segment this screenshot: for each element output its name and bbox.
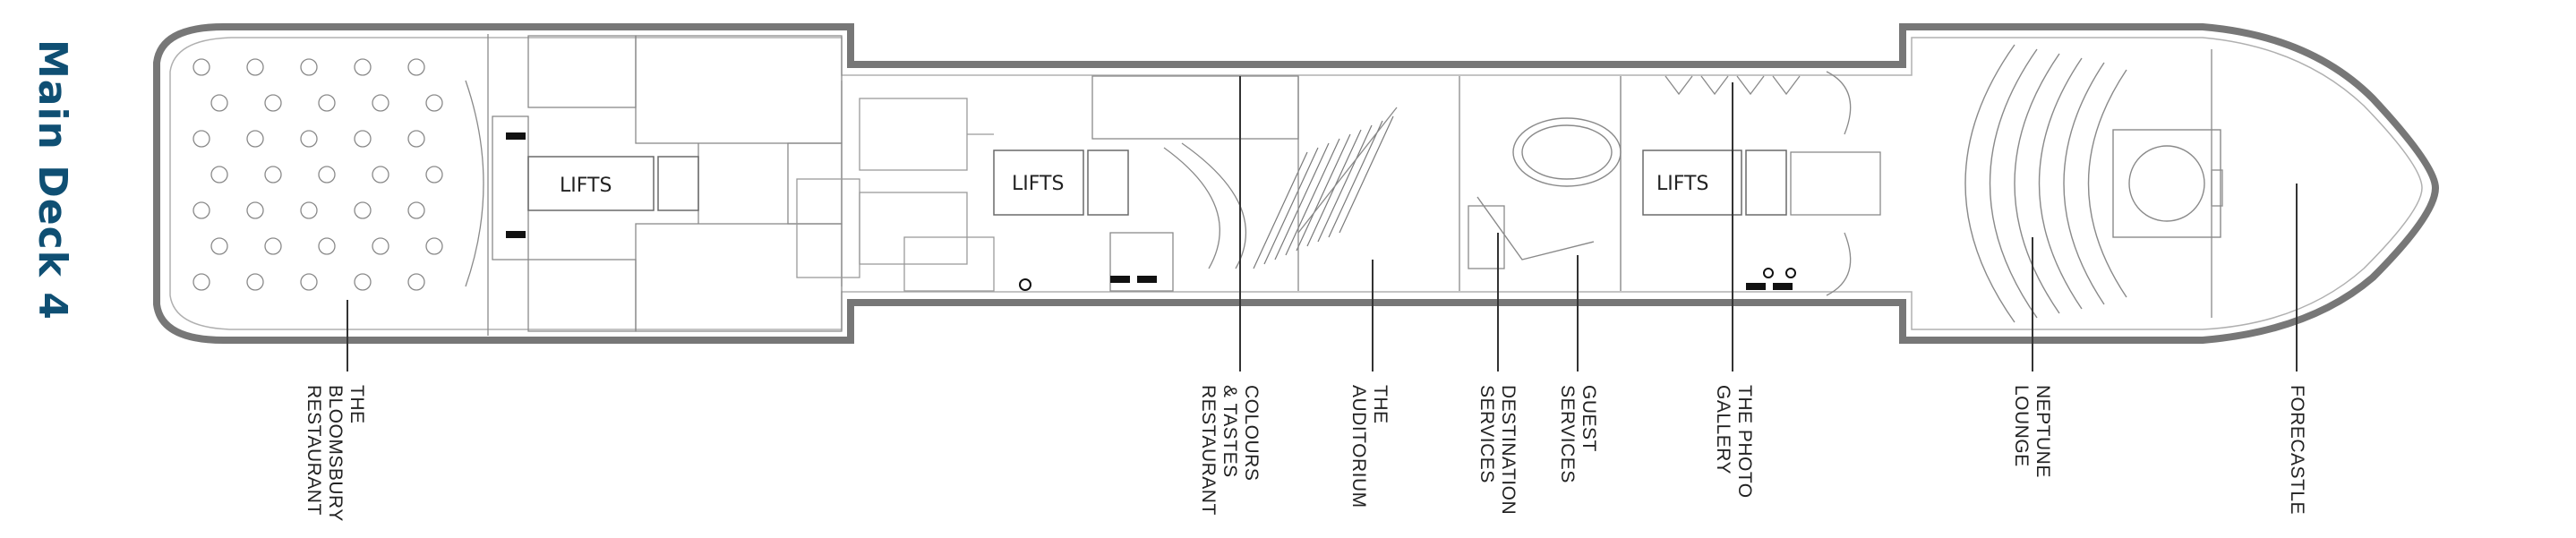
restaurant-table — [318, 237, 336, 255]
restaurant-table — [407, 130, 425, 148]
restaurant-table — [407, 201, 425, 219]
restaurant-table — [372, 166, 389, 184]
restaurant-table — [300, 130, 318, 148]
restaurant-table — [425, 94, 443, 112]
toilet-icon — [1019, 268, 1796, 291]
label-bloomsbury-restaurant: THE BLOOMSBURY RESTAURANT — [304, 385, 367, 522]
forecastle-deck — [2211, 49, 2223, 318]
neptune-lounge-plan — [1964, 44, 2221, 323]
restaurant-table — [300, 58, 318, 76]
seat-row — [1285, 138, 1340, 256]
restaurant-table — [372, 237, 389, 255]
restaurant-table — [300, 273, 318, 291]
restaurant-table — [264, 166, 282, 184]
deck-title: Main Deck 4 — [30, 39, 75, 320]
seat-row — [1296, 133, 1351, 252]
restaurant-table — [300, 201, 318, 219]
restaurant-table — [407, 58, 425, 76]
restaurant-table — [210, 237, 228, 255]
auditorium-walls — [1297, 76, 1505, 291]
restaurant-table — [354, 201, 372, 219]
lift-block-mid — [993, 149, 1129, 216]
restaurant-table — [246, 273, 264, 291]
restaurant-table — [193, 201, 210, 219]
restaurant-table — [193, 273, 210, 291]
restaurant-table — [246, 58, 264, 76]
lift-block-aft — [527, 156, 699, 211]
lifts-label-aft: LIFTS — [560, 175, 612, 197]
label-photo-gallery: THE PHOTO GALLERY — [1713, 385, 1755, 499]
label-guest-services: GUEST SERVICES — [1557, 385, 1599, 483]
restaurant-table — [193, 130, 210, 148]
restaurant-table — [354, 273, 372, 291]
midship-corridors — [796, 98, 995, 292]
label-forecastle: FORECASTLE — [2287, 385, 2307, 516]
label-colours-tastes-restaurant: COLOURS & TASTES RESTAURANT — [1198, 385, 1262, 516]
restaurant-table — [246, 201, 264, 219]
seat-row — [1263, 147, 1319, 265]
leader-lines — [347, 76, 2298, 371]
guest-services-plan — [1476, 76, 1622, 291]
restaurant-table — [354, 130, 372, 148]
restaurant-table — [425, 166, 443, 184]
restaurant-table — [407, 273, 425, 291]
restaurant-table — [318, 94, 336, 112]
wheelchair-icon — [506, 132, 1793, 290]
seat-row — [1274, 142, 1330, 260]
restaurant-table — [318, 166, 336, 184]
restaurant-table — [264, 237, 282, 255]
label-destination-services: DESTINATION SERVICES — [1476, 385, 1519, 516]
restaurant-table — [210, 94, 228, 112]
lift-block-fwd — [1642, 149, 1787, 216]
photo-gallery-plan — [1665, 71, 1881, 296]
lifts-label-fwd: LIFTS — [1656, 173, 1708, 195]
restaurant-table — [246, 130, 264, 148]
restaurant-table — [210, 166, 228, 184]
lifts-label-mid: LIFTS — [1012, 173, 1064, 195]
restaurant-table — [354, 58, 372, 76]
label-neptune-lounge: NEPTUNE LOUNGE — [2011, 385, 2053, 478]
ship-hull — [153, 23, 2440, 344]
seat-row — [1328, 120, 1383, 238]
label-auditorium: THE AUDITORIUM — [1348, 385, 1391, 508]
seat-row — [1317, 124, 1373, 243]
bloomsbury-tables — [193, 58, 443, 291]
auditorium-seating — [1253, 115, 1394, 269]
restaurant-table — [372, 94, 389, 112]
restaurant-table — [425, 237, 443, 255]
restaurant-table — [193, 58, 210, 76]
restaurant-table — [264, 94, 282, 112]
seat-row — [1339, 115, 1394, 234]
